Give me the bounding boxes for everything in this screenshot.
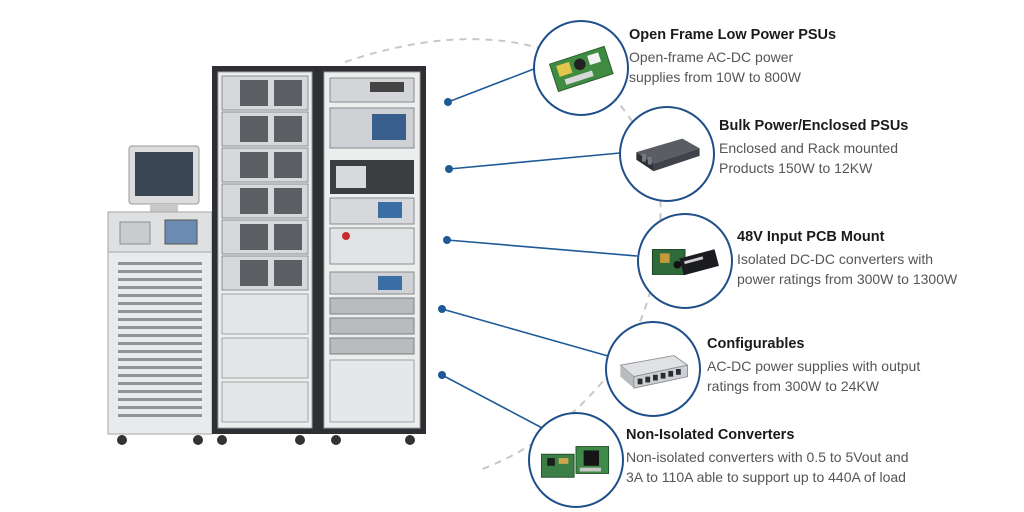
fan-rack bbox=[212, 66, 318, 445]
category-description: AC-DC power supplies with output ratings… bbox=[707, 356, 1017, 396]
non-isolated-converter-icon bbox=[528, 412, 624, 508]
description-line: ratings from 300W to 24KW bbox=[707, 378, 879, 394]
category-description: Non-isolated converters with 0.5 to 5Vou… bbox=[626, 447, 1016, 487]
instrument-rack bbox=[318, 66, 426, 445]
description-line: power ratings from 300W to 1300W bbox=[737, 271, 958, 287]
description-line: Isolated DC-DC converters with bbox=[737, 251, 934, 267]
connector-line bbox=[448, 152, 621, 170]
category-title: Bulk Power/Enclosed PSUs bbox=[719, 118, 909, 134]
category-configurables: Configurables AC-DC power supplies with … bbox=[707, 334, 1017, 396]
category-non-isolated: Non-Isolated Converters Non-isolated con… bbox=[626, 425, 1016, 487]
category-description: Isolated DC-DC converters with power rat… bbox=[737, 249, 1017, 289]
small-cabinet bbox=[107, 145, 213, 445]
description-line: Open-frame AC-DC power bbox=[629, 49, 794, 65]
connector-dot bbox=[443, 236, 451, 244]
pcb-mount-module-icon bbox=[637, 213, 733, 309]
category-title: Open Frame Low Power PSUs bbox=[629, 27, 837, 43]
connector-dot bbox=[438, 305, 446, 313]
connector-dot bbox=[438, 371, 446, 379]
category-title: Configurables bbox=[707, 336, 805, 352]
category-open-frame: Open Frame Low Power PSUs Open-frame AC-… bbox=[629, 25, 1014, 87]
description-line: 3A to 110A able to support up to 440A of… bbox=[626, 469, 906, 485]
connector-line bbox=[446, 239, 638, 257]
enclosed-psu-icon bbox=[619, 106, 715, 202]
category-title: Non-Isolated Converters bbox=[626, 427, 795, 443]
description-line: Non-isolated converters with 0.5 to 5Vou… bbox=[626, 449, 909, 465]
category-bulk-power: Bulk Power/Enclosed PSUs Enclosed and Ra… bbox=[719, 116, 1014, 178]
description-line: AC-DC power supplies with output bbox=[707, 358, 921, 374]
connector-line bbox=[441, 308, 609, 357]
connector-dot bbox=[444, 98, 452, 106]
category-description: Open-frame AC-DC power supplies from 10W… bbox=[629, 47, 1014, 87]
category-description: Enclosed and Rack mounted Products 150W … bbox=[719, 138, 1014, 178]
category-48v-pcb-mount: 48V Input PCB Mount Isolated DC-DC conve… bbox=[737, 227, 1017, 289]
configurable-psu-icon bbox=[605, 321, 701, 417]
open-frame-psu-icon bbox=[533, 20, 629, 116]
connector-line bbox=[441, 374, 547, 431]
description-line: Products 150W to 12KW bbox=[719, 160, 873, 176]
description-line: Enclosed and Rack mounted bbox=[719, 140, 898, 156]
connector-dot bbox=[445, 165, 453, 173]
category-title: 48V Input PCB Mount bbox=[737, 229, 885, 245]
description-line: supplies from 10W to 800W bbox=[629, 69, 801, 85]
